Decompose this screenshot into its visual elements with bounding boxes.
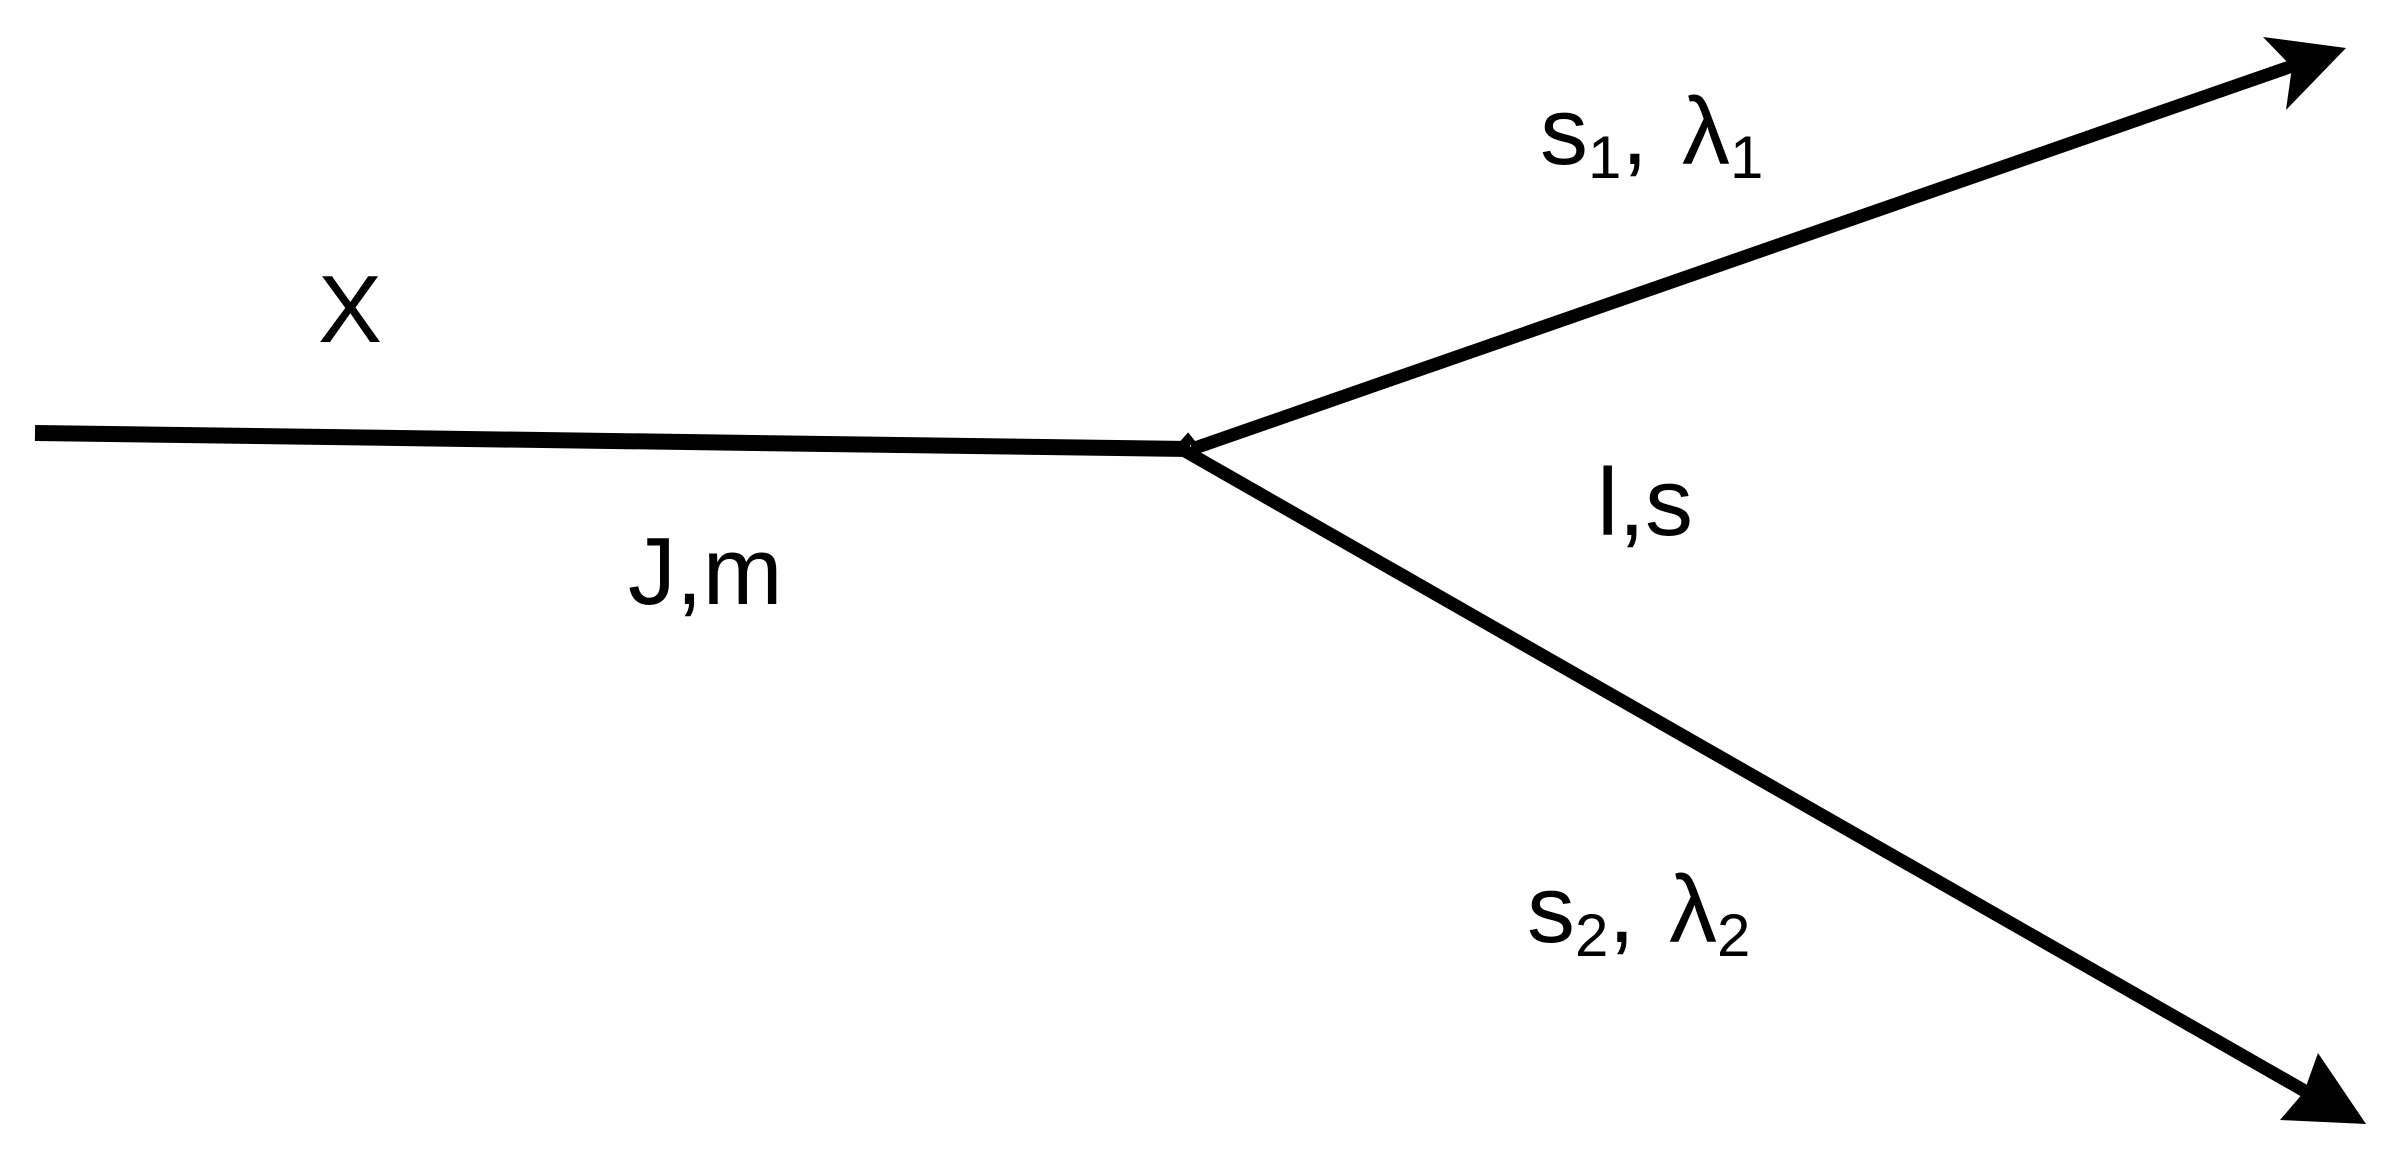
incoming-line	[34, 425, 1191, 457]
vertex-kink	[1177, 432, 1199, 449]
daughter-1-separator: ,	[1621, 78, 1649, 185]
arrowhead-2	[2280, 1053, 2366, 1124]
daughter-1-spin-index: 1	[1588, 124, 1622, 191]
daughter-2-label: s2,λ2	[1527, 862, 1750, 966]
daughter-1-helicity: λ	[1682, 78, 1731, 185]
arrowhead-1	[2263, 37, 2346, 110]
outgoing-line-2	[1181, 445, 2314, 1100]
daughter-2-helicity-index: 2	[1717, 902, 1751, 969]
parent-quantum-numbers-label: J,m	[628, 518, 783, 625]
daughter-2-spin: s	[1527, 856, 1575, 963]
daughter-2-helicity: λ	[1669, 856, 1718, 963]
daughter-1-label: s1,λ1	[1540, 84, 1763, 188]
daughter-1-helicity-index: 1	[1730, 124, 1764, 191]
daughter-2-spin-index: 2	[1575, 902, 1609, 969]
orbital-spin-label: l,s	[1597, 449, 1693, 556]
daughter-2-separator: ,	[1608, 856, 1636, 963]
outgoing-line-1	[1189, 57, 2301, 456]
particle-label: X	[318, 256, 383, 363]
daughter-1-spin: s	[1540, 78, 1588, 185]
